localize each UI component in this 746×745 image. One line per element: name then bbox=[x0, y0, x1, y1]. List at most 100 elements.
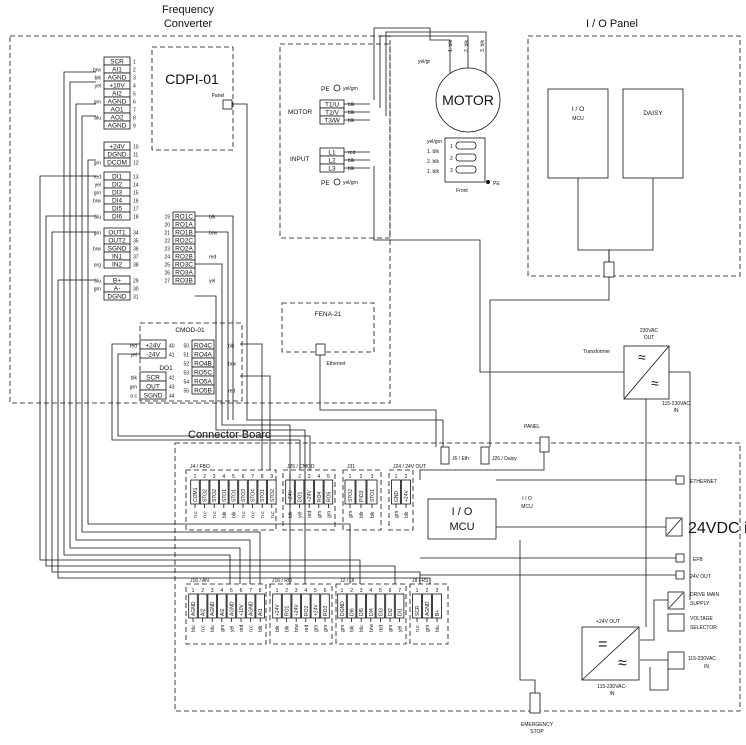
j2di-wire-6: grn bbox=[388, 625, 394, 632]
j25-num-3: 3 bbox=[308, 474, 311, 480]
fc-ro-label-1: RO1C bbox=[175, 213, 193, 220]
voltage-selector[interactable] bbox=[667, 613, 685, 632]
cmod-frame bbox=[139, 322, 243, 402]
fc-ro-num-2: 20 bbox=[164, 222, 170, 228]
j4-num-2: 2 bbox=[203, 474, 206, 480]
fena-frame bbox=[281, 302, 375, 353]
j16ro-label-5: +24V bbox=[313, 604, 319, 616]
j8rs-label-3: B+ bbox=[435, 610, 441, 616]
j8rs-wire-2: grn bbox=[425, 625, 431, 632]
fc-ro-num-4: 22 bbox=[164, 238, 170, 244]
j24-wire-1: grn bbox=[394, 511, 400, 518]
j16ro-wire-4: red bbox=[304, 625, 310, 632]
j16ro-wire-1: blk bbox=[275, 625, 281, 632]
j25-wire-2: yel bbox=[298, 512, 304, 518]
j16ro-wire-3: brw bbox=[294, 624, 300, 632]
j25-num-5: 5 bbox=[327, 474, 330, 480]
j4-num-7: 7 bbox=[251, 474, 254, 480]
cmod-ro-label-2: RO4A bbox=[194, 351, 212, 358]
drive-label-2: SUPPLY bbox=[690, 601, 710, 607]
fc-g1-label-6: AGND bbox=[108, 98, 127, 105]
j4-wire-2: n.c bbox=[203, 511, 209, 518]
cmod-do-wire-1: blk bbox=[131, 375, 138, 381]
emergency-stop-button[interactable] bbox=[529, 692, 541, 714]
cmod-ro-num-2: 51 bbox=[183, 352, 189, 358]
j16ro-wire-2: blk bbox=[285, 625, 291, 632]
fc-g3-wire-4: brw bbox=[93, 198, 101, 204]
j31-num-3: 3 bbox=[371, 474, 374, 480]
fc-ro-wire-9: yel bbox=[209, 278, 215, 284]
psu-out-label: +24V OUT bbox=[596, 619, 620, 625]
ac-in-terminal[interactable] bbox=[667, 651, 685, 670]
j8rs-label-1: SCR bbox=[415, 605, 421, 616]
j31-num-1: 1 bbox=[349, 474, 352, 480]
j4-num-8: 8 bbox=[261, 474, 264, 480]
title-connector-board: Connector Board bbox=[188, 429, 271, 441]
cmod-do-num-2: 43 bbox=[169, 384, 175, 390]
cdpi-panel-port[interactable] bbox=[222, 99, 233, 110]
fc-g1-wire-8: blu bbox=[94, 115, 101, 121]
j16ro-label-3: +24V bbox=[294, 604, 300, 616]
fc-g1-wire-4: yel bbox=[95, 83, 101, 89]
cmod-left-label-2: -24V bbox=[146, 351, 160, 358]
cmod-ro-label-6: RO5B bbox=[194, 387, 212, 394]
j2di-label-1: DGND bbox=[340, 601, 346, 616]
j31-wire-1: grn bbox=[348, 511, 354, 518]
fc-g4-num-2: 35 bbox=[133, 238, 139, 244]
transformer-in-2: IN bbox=[674, 408, 679, 414]
j26-jack[interactable] bbox=[480, 446, 490, 465]
j2di-num-3: 3 bbox=[360, 588, 363, 594]
cmod-do-label-3: SGND bbox=[144, 392, 163, 399]
drive-label-1: DRIVE MAIN bbox=[690, 592, 720, 598]
j25-num-2: 2 bbox=[298, 474, 301, 480]
cmod-do-num-3: 44 bbox=[169, 393, 175, 399]
fc-g5-wire-2: grn bbox=[94, 286, 101, 292]
fc-g2-label-1: +24V bbox=[109, 143, 125, 150]
psu-dc-symbol: = bbox=[598, 636, 607, 653]
j4-label-3: STO2 bbox=[212, 489, 218, 502]
fc-g2-label-2: DGND bbox=[107, 151, 126, 158]
motor-pe-dot bbox=[486, 180, 490, 184]
fc-g5-num-3: 31 bbox=[133, 294, 139, 300]
cb-mcu-label-2: MCU bbox=[449, 521, 474, 533]
cmod-left-num-1: 40 bbox=[169, 343, 175, 349]
fc-g3-wire-1: red bbox=[94, 174, 101, 180]
fc-g1-cell-9 bbox=[103, 120, 131, 130]
out24-port[interactable] bbox=[675, 570, 685, 580]
j16an-label-6: +10V bbox=[239, 604, 245, 616]
fc-g2-wire-3: grn bbox=[94, 160, 101, 166]
motor-term-label-1: T1/U bbox=[325, 102, 339, 109]
j4-label-7: STO4 bbox=[251, 489, 257, 502]
j2di-num-2: 2 bbox=[350, 588, 353, 594]
motor-terms-label: MOTOR bbox=[288, 109, 312, 116]
header-j16an: J16 / AN bbox=[190, 578, 209, 584]
cmod-ro-wire-6: red bbox=[228, 388, 235, 394]
fc-g3-wire-3: grn bbox=[94, 190, 101, 196]
j16ro-label-2: RO1 bbox=[285, 606, 291, 617]
fc-g3-num-5: 17 bbox=[133, 206, 139, 212]
j25-label-2: DO1 bbox=[298, 492, 304, 503]
emergency-label-1: EMERGENCY bbox=[521, 722, 554, 728]
j16an-frame bbox=[185, 583, 267, 645]
cmod-left-wire-2: yel bbox=[131, 352, 137, 358]
panel-jack[interactable] bbox=[539, 436, 550, 453]
efb-port[interactable] bbox=[675, 553, 685, 563]
cmod-ro-num-5: 54 bbox=[183, 379, 189, 385]
cmod-do-label-2: OUT bbox=[146, 383, 160, 390]
motor-term-wire-1: blk bbox=[348, 102, 355, 108]
fena-ethernet-port[interactable] bbox=[315, 343, 326, 356]
j6-jack[interactable] bbox=[440, 446, 450, 465]
fc-g1-num-9: 9 bbox=[133, 123, 136, 129]
ethernet-port[interactable] bbox=[675, 475, 685, 485]
transformer-in-1: 115-230VAC bbox=[662, 401, 690, 407]
j2di-wire-5: red bbox=[378, 625, 384, 632]
j31-num-2: 2 bbox=[360, 474, 363, 480]
header-j25: J25 / CMOD bbox=[287, 464, 315, 470]
motor-plug-wire-1: yel/grn bbox=[427, 139, 442, 145]
motor-term-label-3: T3/W bbox=[324, 118, 340, 125]
j4-wire-3: n.c bbox=[212, 511, 218, 518]
j16an-num-8: 8 bbox=[259, 588, 262, 594]
pe-wire-bottom: yel/grn bbox=[343, 180, 358, 186]
